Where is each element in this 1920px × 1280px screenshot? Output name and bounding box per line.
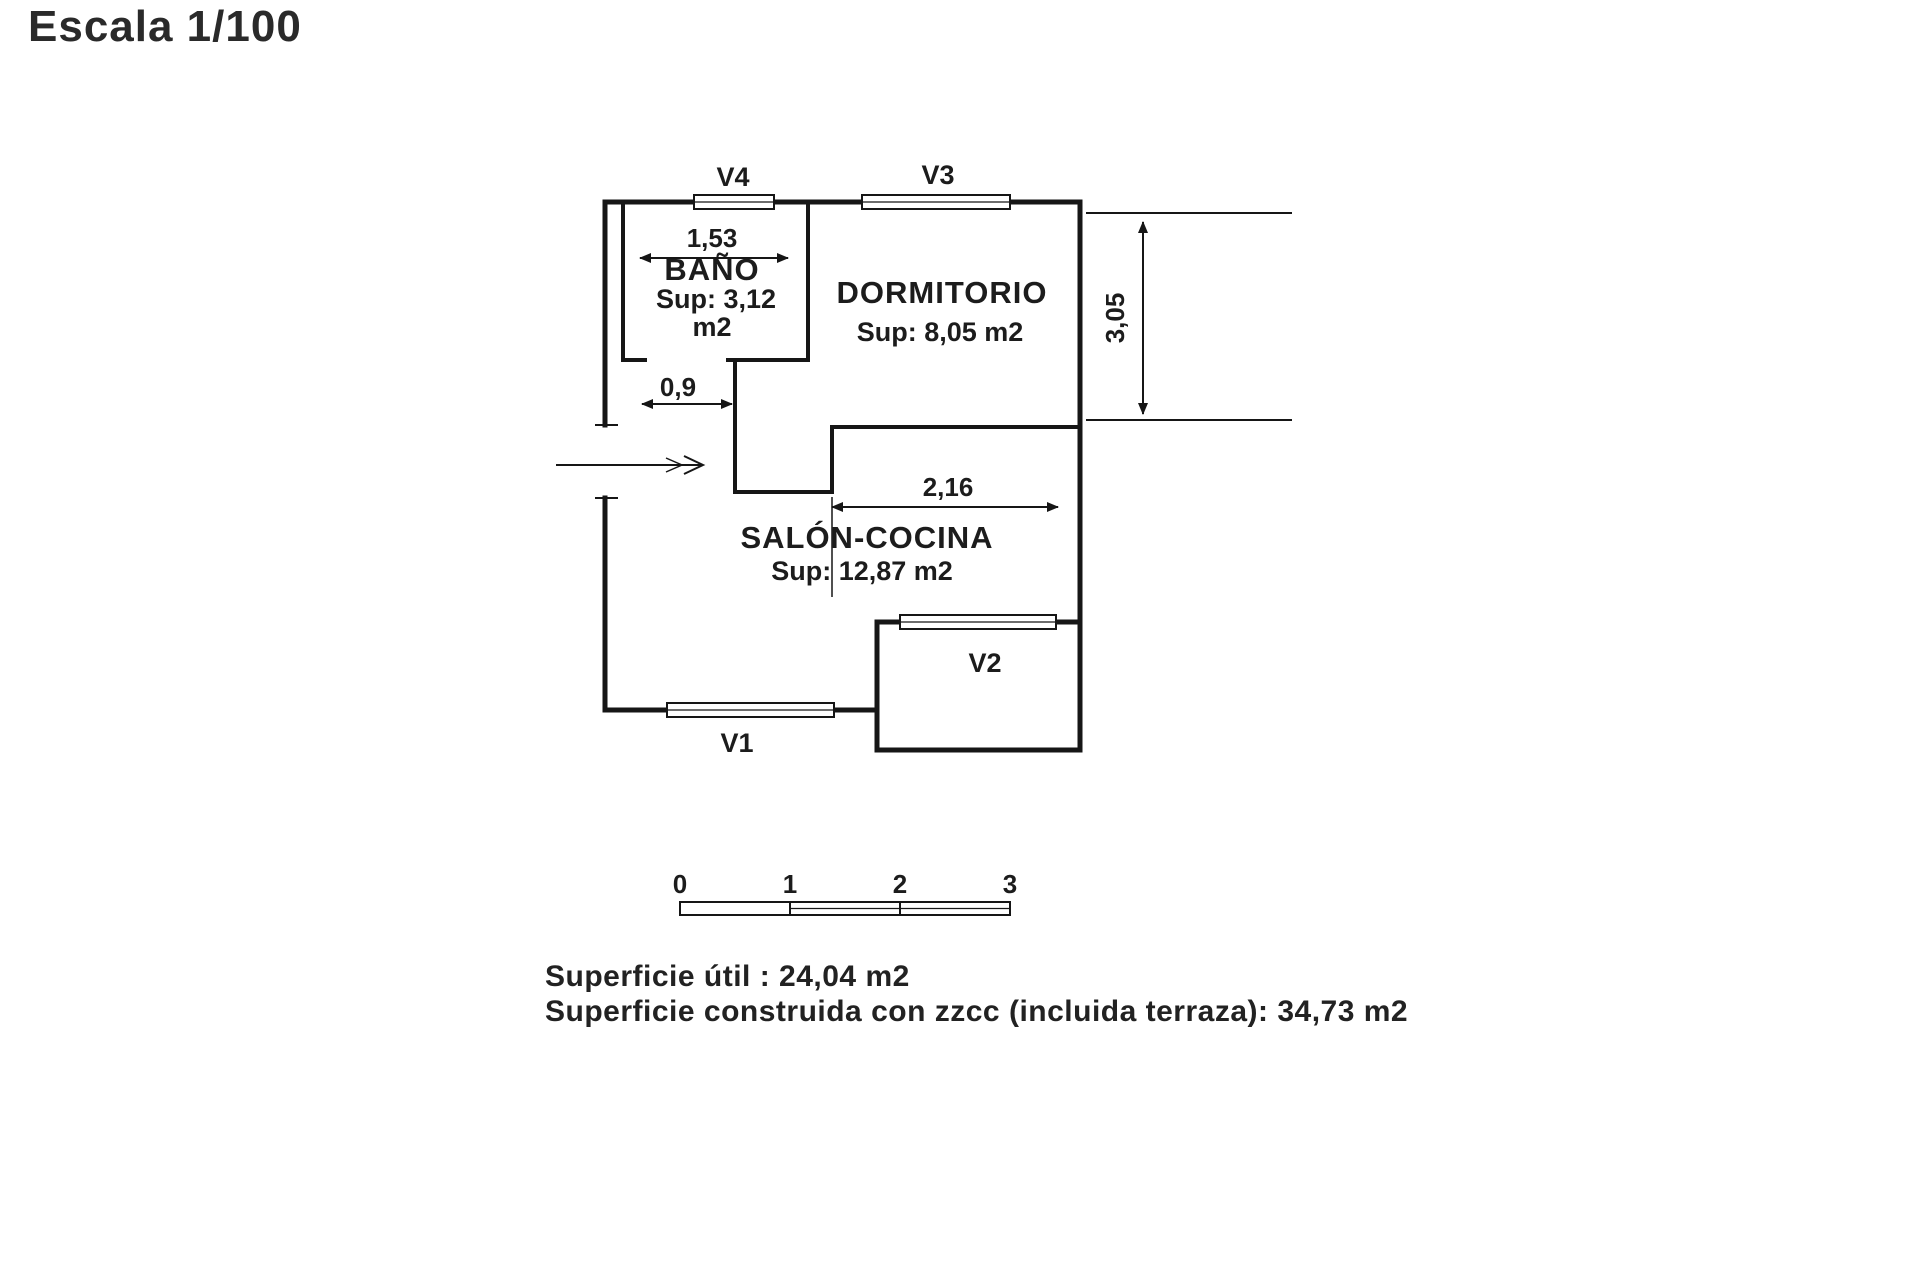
scale-tick-2: 2 bbox=[893, 869, 907, 899]
window-label-v3: V3 bbox=[921, 160, 954, 190]
window-label-v1: V1 bbox=[720, 728, 753, 758]
surface-util-line: Superficie útil : 24,04 m2 bbox=[545, 960, 910, 993]
dim-label-salon-width: 2,16 bbox=[923, 472, 974, 502]
scale-tick-0: 0 bbox=[673, 869, 687, 899]
window-v2 bbox=[899, 614, 1057, 630]
window-v3 bbox=[861, 194, 1011, 210]
dim-label-door-width: 0,9 bbox=[660, 372, 696, 402]
entrance-arrow-icon bbox=[556, 455, 706, 475]
window-v1 bbox=[666, 702, 835, 718]
scale-bar: 0 1 2 3 bbox=[673, 869, 1017, 916]
interior-walls bbox=[621, 200, 1082, 494]
surface-summary: Superficie útil : 24,04 m2 Superficie co… bbox=[545, 960, 1408, 1029]
room-sup-dormitorio: Sup: 8,05 m2 bbox=[857, 317, 1024, 347]
page-title: Escala 1/100 bbox=[28, 2, 302, 51]
scale-tick-1: 1 bbox=[783, 869, 797, 899]
entrance-door-jambs bbox=[595, 424, 618, 499]
room-sup-bano-1: Sup: 3,12 bbox=[656, 284, 776, 314]
window-symbols bbox=[666, 194, 1057, 718]
surface-built-line: Superficie construida con zzcc (incluida… bbox=[545, 994, 1409, 1028]
scale-tick-3: 3 bbox=[1003, 869, 1017, 899]
room-sup-bano-2: m2 bbox=[692, 312, 731, 342]
window-v4 bbox=[693, 194, 775, 210]
room-label-dormitorio: DORMITORIO bbox=[837, 275, 1048, 310]
room-sup-salon: Sup: 12,87 m2 bbox=[771, 556, 953, 586]
dim-label-right-height: 3,05 bbox=[1100, 293, 1130, 344]
room-label-salon: SALÓN-COCINA bbox=[740, 519, 993, 555]
window-label-v4: V4 bbox=[716, 162, 749, 192]
dimension-lines bbox=[639, 212, 1292, 597]
room-label-bano: BAÑO bbox=[664, 252, 759, 287]
window-label-v2: V2 bbox=[968, 648, 1001, 678]
dim-label-bano-width: 1,53 bbox=[687, 223, 738, 253]
